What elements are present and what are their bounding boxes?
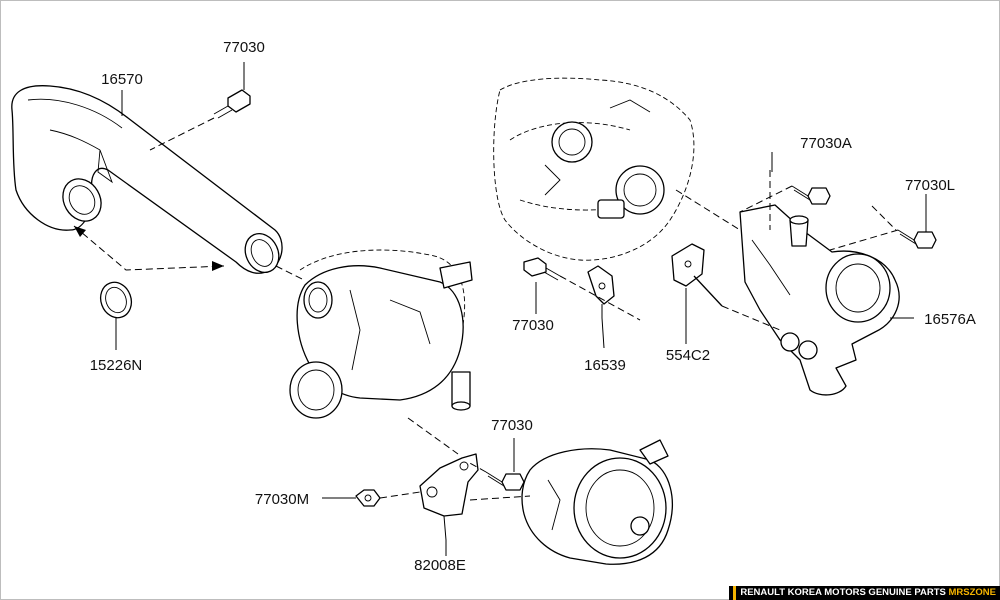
footer-brand-text: RENAULT KOREA MOTORS GENUINE PARTS [740, 587, 946, 598]
label-77030M: 77030M [255, 491, 309, 508]
label-82008E: 82008E [414, 557, 466, 574]
housing-16576A [739, 204, 900, 396]
o-ring-15226N [99, 281, 133, 319]
label-16576A: 16576A [924, 311, 976, 328]
label-16539: 16539 [584, 357, 626, 374]
intake-hose-16570 [11, 85, 283, 274]
nut-77030M [355, 489, 381, 507]
assembly-lines [73, 117, 899, 501]
label-77030A: 77030A [800, 135, 852, 152]
bolt-77030A [791, 185, 831, 205]
label-77030-mid: 77030 [512, 317, 554, 334]
label-77030L: 77030L [905, 177, 955, 194]
bolt-77030-low [485, 471, 525, 491]
bolt-77030L [897, 229, 937, 249]
label-554C2: 554C2 [666, 347, 710, 364]
bolt-77030-mid [523, 257, 561, 281]
bracket-16539 [587, 265, 615, 305]
leader-lines [115, 62, 927, 556]
footer-banner: RENAULT KOREA MOTORS GENUINE PARTS MRSZO… [729, 586, 1000, 600]
label-77030-low: 77030 [491, 417, 533, 434]
bolt-77030-top [213, 89, 251, 119]
label-16570: 16570 [101, 71, 143, 88]
water-pump-body [289, 249, 473, 419]
part-labels: 77030 16570 15226N 77030A 77030L 77030 1… [90, 39, 976, 574]
label-15226N: 15226N [90, 357, 143, 374]
engine-block-reference [493, 77, 695, 261]
label-77030-top: 77030 [223, 39, 265, 56]
sensor-554C2 [671, 243, 723, 307]
footer-accent-bar [733, 586, 737, 600]
bracket-82008E [419, 453, 479, 517]
vacuum-pump [521, 439, 673, 565]
footer-site-text: MRSZONE [948, 587, 997, 598]
